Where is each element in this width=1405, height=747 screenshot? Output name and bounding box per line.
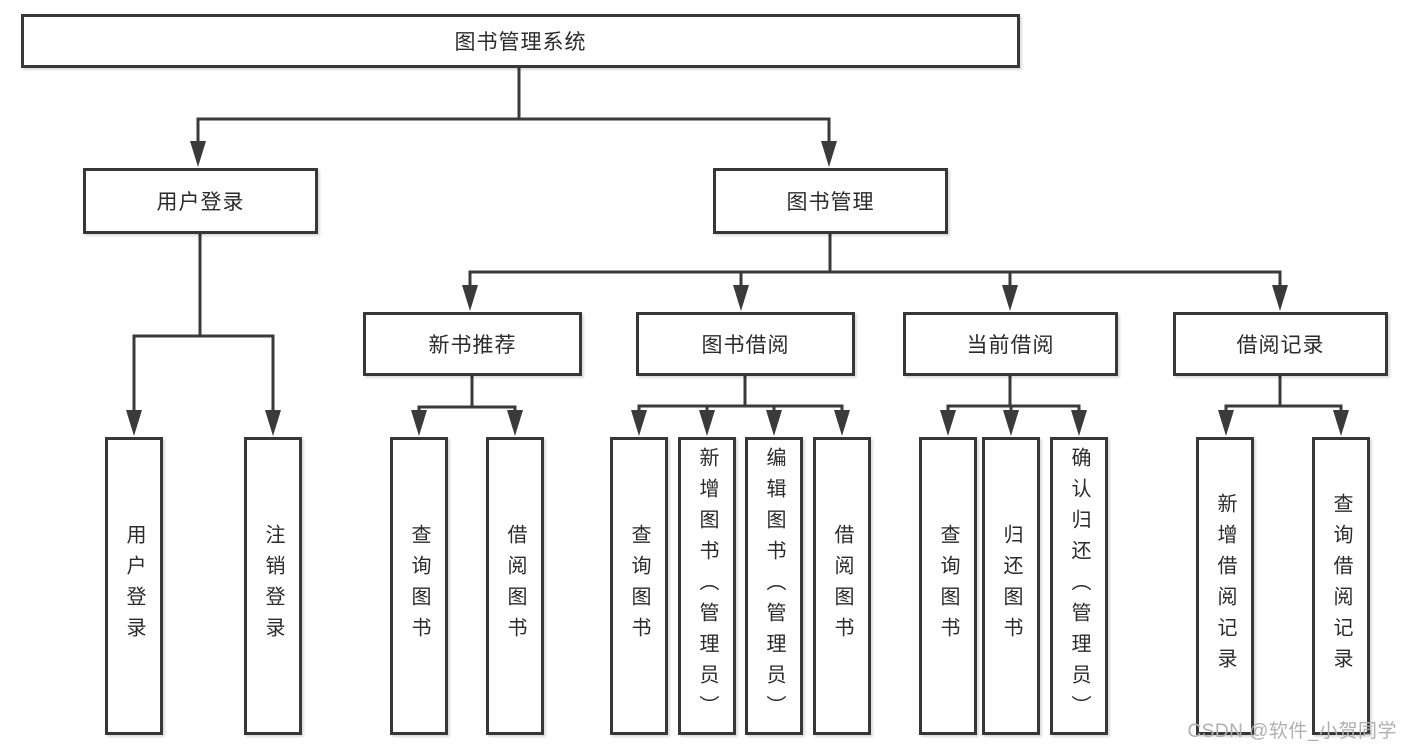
leaf-label: 归还图书 <box>1000 524 1022 648</box>
node-book-management: 图书管理 <box>713 168 948 234</box>
leaf-search-borrow-record: 查询借阅记录 <box>1312 437 1370 735</box>
leaf-edit-books-admin: 编辑图书（管理员） <box>745 437 803 735</box>
leaf-label: 查询图书 <box>408 524 430 648</box>
leaf-borrow-books: 借阅图书 <box>813 437 871 735</box>
leaf-label: 新增图书（管理员） <box>696 446 718 726</box>
node-label: 当前借阅 <box>966 334 1055 357</box>
leaf-search-books: 查询图书 <box>919 437 977 735</box>
node-label: 图书管理 <box>786 191 875 214</box>
node-label: 新书推荐 <box>428 334 517 357</box>
watermark: CSDN @软件_小贺同学 <box>1187 721 1397 742</box>
leaf-add-borrow-record: 新增借阅记录 <box>1196 437 1254 735</box>
leaf-label: 确认归还（管理员） <box>1068 446 1090 726</box>
leaf-add-books-admin: 新增图书（管理员） <box>678 437 736 735</box>
leaf-label: 注销登录 <box>262 524 284 648</box>
node-borrowing-records: 借阅记录 <box>1173 312 1388 376</box>
leaf-return-books: 归还图书 <box>982 437 1040 735</box>
leaf-borrow-books: 借阅图书 <box>486 437 544 735</box>
node-library-system: 图书管理系统 <box>21 14 1020 68</box>
leaf-label: 编辑图书（管理员） <box>763 446 785 726</box>
leaf-label: 新增借阅记录 <box>1214 493 1236 679</box>
leaf-confirm-return-admin: 确认归还（管理员） <box>1050 437 1108 735</box>
leaf-search-books: 查询图书 <box>610 437 668 735</box>
node-label: 用户登录 <box>156 191 245 214</box>
node-new-book-recommend: 新书推荐 <box>363 312 582 376</box>
leaf-label: 借阅图书 <box>831 524 853 648</box>
leaf-label: 查询图书 <box>937 524 959 648</box>
node-label: 图书借阅 <box>701 334 790 357</box>
node-label: 借阅记录 <box>1236 334 1325 357</box>
leaf-label: 查询借阅记录 <box>1330 493 1352 679</box>
leaf-user-login: 用户登录 <box>105 437 163 735</box>
leaf-logout: 注销登录 <box>244 437 302 735</box>
leaf-label: 查询图书 <box>628 524 650 648</box>
leaf-label: 借阅图书 <box>504 524 526 648</box>
node-label: 图书管理系统 <box>454 31 587 54</box>
leaf-search-books: 查询图书 <box>390 437 448 735</box>
node-current-borrowing: 当前借阅 <box>903 312 1118 376</box>
leaf-label: 用户登录 <box>123 524 145 648</box>
node-book-borrowing: 图书借阅 <box>636 312 855 376</box>
node-user-login: 用户登录 <box>83 168 318 234</box>
